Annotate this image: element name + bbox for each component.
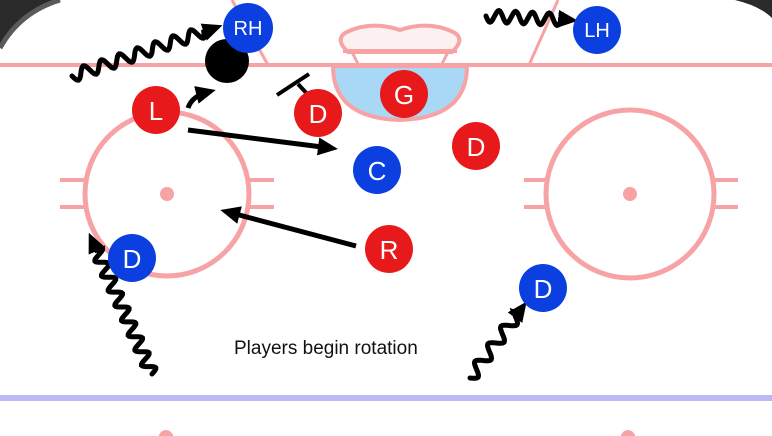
player-label: RH: [234, 18, 263, 40]
player-blue-c: C: [353, 146, 401, 194]
pass-arrow-r-to-circle: [220, 206, 357, 249]
player-red-d-left: D: [294, 89, 342, 137]
player-label: D: [534, 274, 553, 304]
player-label: LH: [584, 20, 610, 42]
player-blue-d-right: D: [519, 264, 567, 312]
neutral-dot-left: [158, 430, 174, 436]
player-label: L: [149, 96, 163, 126]
player-label: D: [467, 132, 486, 162]
rink-corner-right: [735, 0, 772, 18]
goal-post-left: [350, 51, 360, 65]
player-label: D: [123, 244, 142, 274]
goal-post-right: [440, 51, 450, 65]
player-token: [353, 146, 401, 194]
player-token: [223, 3, 273, 53]
faceoff-dot-left: [160, 187, 174, 201]
player-blue-rh: RH: [223, 3, 273, 53]
pass-arrow-l-to-c: [187, 127, 338, 156]
goal-net: [338, 23, 462, 54]
player-label: G: [394, 80, 414, 110]
faceoff-circle-right: [524, 107, 738, 281]
player-label: C: [368, 156, 387, 186]
skate-puck-arrow-to-rh: [69, 23, 223, 83]
player-blue-lh: LH: [573, 6, 621, 54]
player-token: [132, 86, 180, 134]
diagram-caption: Players begin rotation: [234, 338, 418, 359]
player-red-g: G: [380, 70, 428, 118]
neutral-dot-right: [620, 430, 636, 436]
player-token: [573, 6, 621, 54]
player-red-r: R: [365, 225, 413, 273]
skate-puck-arrow-to-d-right: [467, 301, 527, 381]
skate-arrow-l-to-puck: [185, 86, 216, 109]
player-token: [294, 89, 342, 137]
player-red-d-right: D: [452, 122, 500, 170]
rink-corner-left: [0, 0, 60, 48]
trapezoid-line-right: [527, 0, 560, 66]
player-token: [452, 122, 500, 170]
player-token: [380, 70, 428, 118]
rink-corner-left-edge: [0, 0, 61, 50]
skate-puck-arrow-to-lh: [483, 7, 578, 29]
player-label: R: [380, 235, 399, 265]
player-red-l: L: [132, 86, 180, 134]
player-token: [365, 225, 413, 273]
skate-puck-arrow-to-d-left: [88, 232, 159, 377]
player-blue-d-left: D: [108, 234, 156, 282]
player-token: [519, 264, 567, 312]
player-token: [108, 234, 156, 282]
player-label: D: [309, 99, 328, 129]
faceoff-dot-right: [623, 187, 637, 201]
